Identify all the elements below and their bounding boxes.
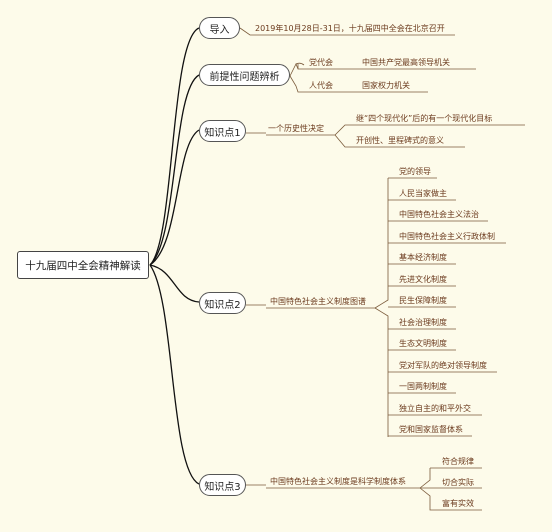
k2-item: 先进文化制度 [399,275,447,284]
k2-item: 生态文明制度 [399,339,447,348]
k2-item: 党的领导 [399,167,431,176]
connector-root-k1 [149,129,200,266]
k2-item: 中国特色社会主义行政体制 [399,232,495,241]
node-knowledge-3[interactable]: 知识点3 [199,474,246,496]
k2-item: 中国特色社会主义法治 [399,210,479,219]
premise-value-1: 中国共产党最高领导机关 [362,58,450,67]
k2-item: 独立自主的和平外交 [399,404,471,413]
k3-topic: 中国特色社会主义制度是科学制度体系 [270,477,406,486]
connector-root-intro [149,27,200,266]
k3-item: 富有实效 [442,499,474,508]
k1-item-1: 继“四个现代化”后的有一个现代化目标 [356,114,493,123]
premise-value-2: 国家权力机关 [362,81,410,90]
k2-item: 基本经济制度 [399,253,447,262]
connector-root-premise [149,74,200,266]
node-knowledge-1[interactable]: 知识点1 [199,120,246,142]
premise-key-1: 党代会 [309,58,333,67]
k2-item: 民生保障制度 [399,296,447,305]
k2-item: 社会治理制度 [399,318,447,327]
k2-item: 人民当家做主 [399,189,447,198]
intro-detail: 2019年10月28日-31日，十九届四中全会在北京召开 [255,24,445,33]
connector-root-k3 [149,264,200,485]
k2-item: 一国两制制度 [399,382,447,391]
k2-topic: 中国特色社会主义制度图谱 [270,297,366,306]
node-premise[interactable]: 前提性问题辨析 [199,64,290,86]
node-knowledge-2[interactable]: 知识点2 [199,292,246,314]
k1-item-2: 开创性、里程碑式的意义 [356,136,444,145]
k2-item: 党对军队的绝对领导制度 [399,361,487,370]
k3-item: 符合规律 [442,457,474,466]
k2-item: 党和国家监督体系 [399,425,463,434]
premise-key-2: 人代会 [309,81,333,90]
node-intro[interactable]: 导入 [199,17,240,39]
k3-item: 切合实际 [442,478,474,487]
k1-topic: 一个历史性决定 [268,124,324,133]
root-node[interactable]: 十九届四中全会精神解读 [17,251,149,279]
connector-root-k2 [149,264,200,303]
